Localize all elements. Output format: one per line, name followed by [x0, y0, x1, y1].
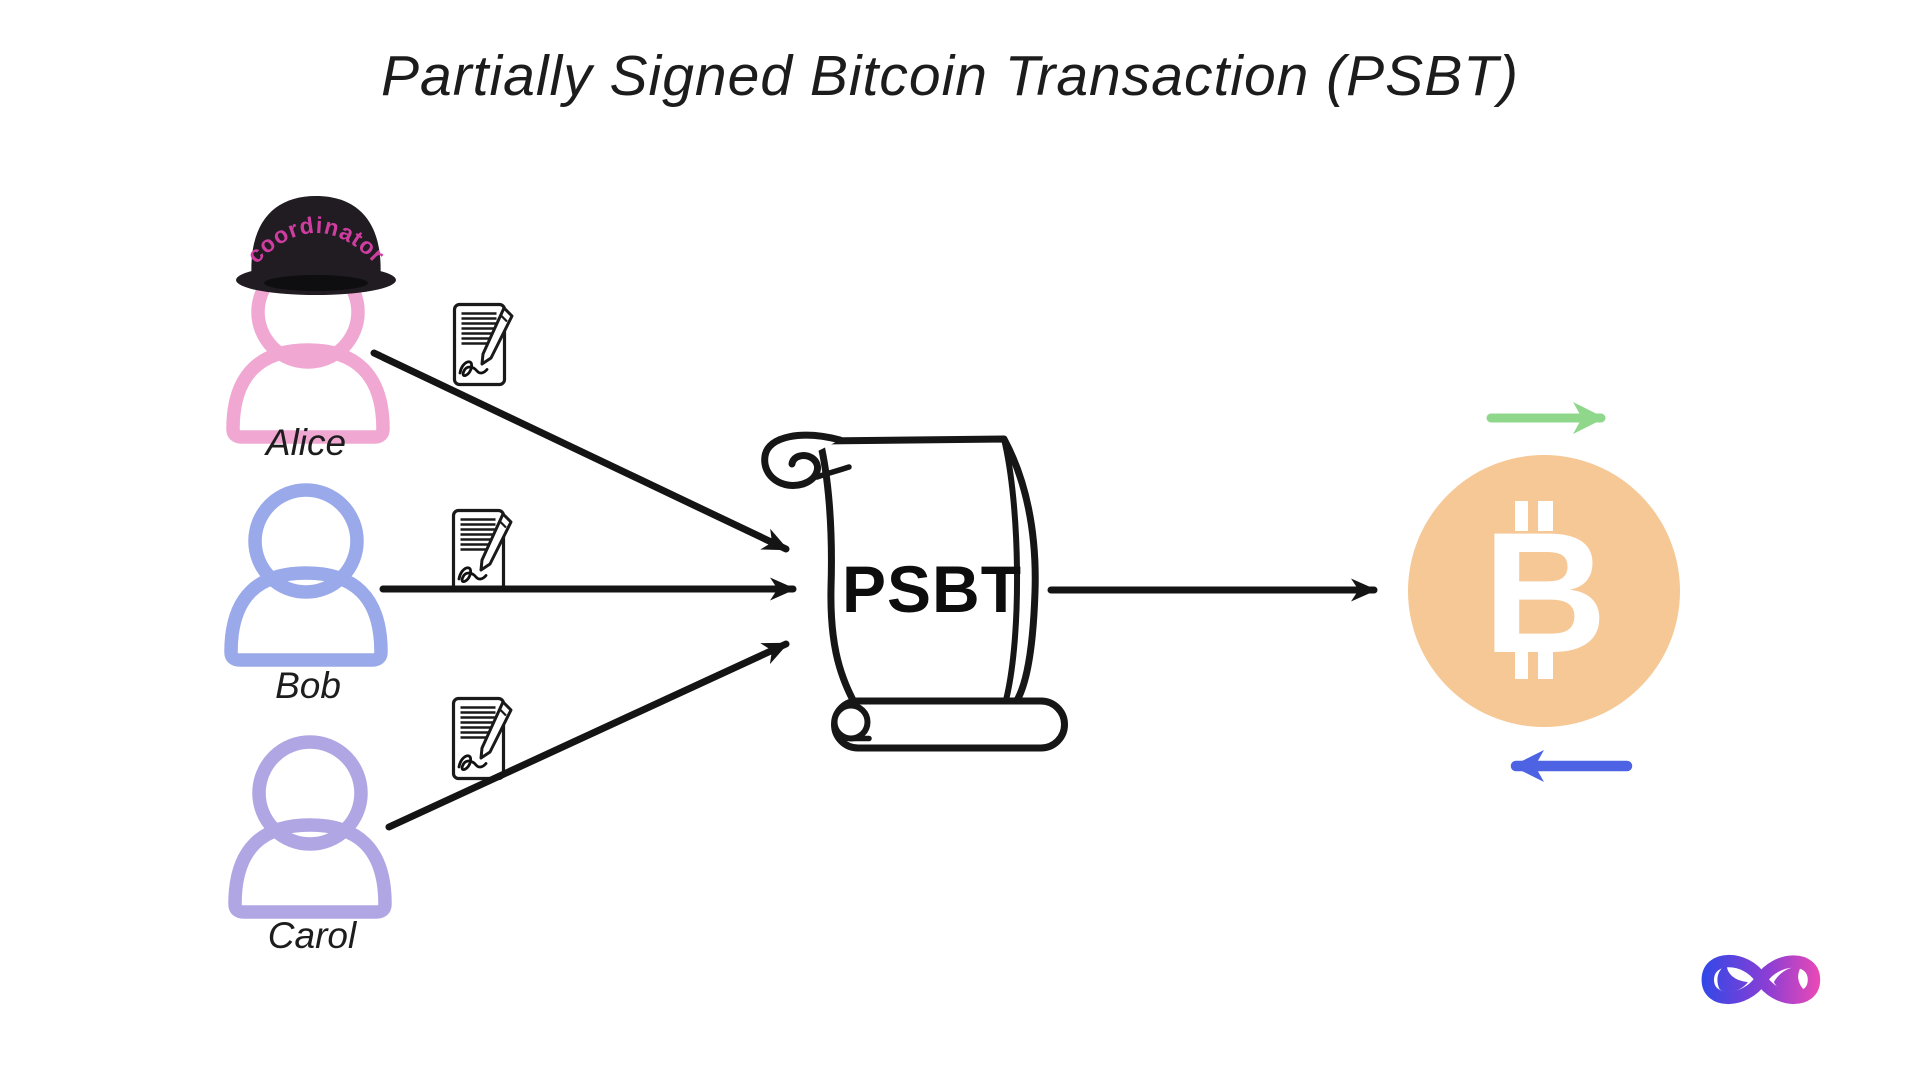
signed-document-icon — [451, 508, 513, 593]
signed-document-icon — [451, 696, 513, 781]
bitcoin-circle — [1408, 455, 1680, 727]
scroll-right-curl-line — [1001, 436, 1021, 703]
psbt-scroll-icon: PSBT — [761, 431, 1068, 752]
hat-underbrim-shade — [264, 275, 368, 291]
participant-carol: Carol — [228, 735, 392, 956]
diagram-title: Partially Signed Bitcoin Transaction (PS… — [381, 44, 1519, 108]
infinity-logo — [1701, 954, 1821, 1005]
infinity-right-leaf — [1773, 966, 1805, 993]
bitcoin-icon: B — [1408, 455, 1680, 727]
carol-to-psbt-arrow — [385, 640, 790, 831]
bob-body — [224, 566, 388, 667]
hat-crown — [251, 196, 381, 283]
carol-head — [252, 735, 368, 851]
bitcoin-symbol-ticks — [1515, 501, 1553, 679]
bob-head — [248, 483, 364, 599]
participant-bob: Bob — [224, 483, 388, 706]
coordinator-hat-icon: coordinator — [236, 196, 396, 295]
scroll-bottom-curl — [831, 702, 871, 742]
signed-document-icon — [452, 302, 514, 387]
carol-body — [228, 818, 392, 919]
psbt-label: PSBT — [842, 552, 1022, 626]
participant-alice: coordinator Alice — [226, 196, 396, 463]
infinity-loop — [1701, 954, 1821, 1005]
carol-name-label: Carol — [268, 915, 358, 956]
scroll-top-fold-line — [814, 464, 852, 480]
bob-name-label: Bob — [275, 665, 341, 706]
alice-to-psbt-arrow — [370, 349, 790, 553]
alice-body — [226, 343, 390, 444]
alice-name-label: Alice — [264, 422, 346, 463]
scroll-top-curl — [761, 431, 844, 489]
infinity-left-leaf — [1717, 964, 1748, 993]
